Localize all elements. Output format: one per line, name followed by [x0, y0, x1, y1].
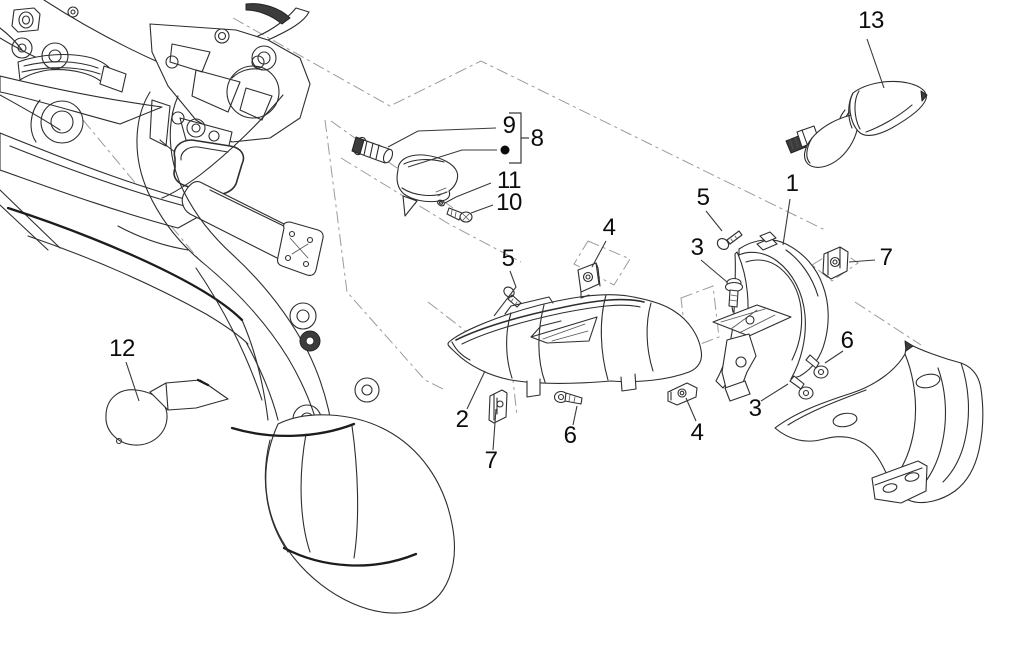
side-flap-part-12 — [105, 378, 229, 446]
callout-11-2: 11 — [497, 167, 521, 194]
leader-line-5-6 — [705, 210, 723, 232]
screw-5-right — [716, 230, 743, 250]
rear-cowl — [774, 340, 984, 504]
callout-3-7: 3 — [690, 234, 704, 261]
callout-7-8: 7 — [879, 244, 893, 271]
screw-5-left — [503, 286, 522, 308]
clip-4-bottom — [667, 382, 698, 406]
clip-7-bottom — [488, 389, 508, 424]
screw-3-lower — [789, 375, 814, 400]
washer-part-11 — [437, 199, 445, 207]
tail-light-bracket-part-1 — [712, 231, 829, 402]
leader-line-13-4 — [866, 38, 885, 89]
leader-line-6-9 — [824, 350, 844, 364]
clip-7-right — [822, 246, 849, 280]
lamp-body — [396, 154, 459, 217]
leader-line-7-14 — [492, 408, 497, 451]
leader-line-9-0 — [387, 127, 497, 148]
callout-3-10: 3 — [748, 395, 762, 422]
rear-fender — [6, 91, 455, 614]
callout-13-4: 13 — [858, 7, 884, 34]
callout-6-15: 6 — [563, 422, 577, 449]
leader-line-3-10 — [760, 383, 789, 402]
leader-line-11-2 — [444, 182, 492, 204]
callout-1-5: 1 — [785, 170, 799, 197]
leader-line-bullet — [407, 149, 497, 168]
callout-4-11: 4 — [602, 214, 616, 241]
leader-line-6-15 — [572, 405, 578, 426]
callout-10-3: 10 — [496, 189, 522, 216]
group-8-bullet-marker — [500, 145, 510, 155]
leader-line-2-13 — [466, 370, 486, 410]
callout-12-17: 12 — [109, 335, 135, 362]
tail-light-lens-part-2 — [447, 294, 703, 398]
callout-5-6: 5 — [696, 184, 710, 211]
screw-part-10 — [446, 207, 473, 223]
screw-6-bottom — [553, 390, 583, 405]
callout-5-12: 5 — [501, 245, 515, 272]
leader-lines — [125, 38, 885, 451]
turn-indicator-part-13 — [785, 80, 928, 168]
callout-2-13: 2 — [455, 406, 469, 433]
leader-line-4-11 — [591, 240, 607, 268]
callout-6-9: 6 — [840, 327, 854, 354]
group-bracket-annotation — [500, 112, 529, 164]
callout-9-0: 9 — [502, 112, 516, 139]
rear-frame — [0, 0, 311, 251]
bulb-part-9 — [351, 136, 394, 164]
screw-6-right — [805, 354, 829, 379]
clip-4-top — [577, 262, 601, 299]
leader-line-4-16 — [685, 397, 697, 422]
lamp-assembly-parts-8-9 — [351, 136, 473, 223]
leader-line-12-17 — [125, 361, 140, 402]
callout-4-16: 4 — [690, 419, 704, 446]
callout-7-14: 7 — [484, 447, 498, 474]
callout-8-1: 8 — [530, 125, 544, 152]
leader-line-3-7 — [700, 259, 728, 283]
leader-line-10-3 — [470, 204, 494, 214]
leader-line-1-5 — [782, 198, 791, 246]
leader-line-5-12 — [493, 270, 517, 317]
leader-line-7-8 — [848, 259, 876, 263]
screw-3-upper — [724, 277, 744, 313]
